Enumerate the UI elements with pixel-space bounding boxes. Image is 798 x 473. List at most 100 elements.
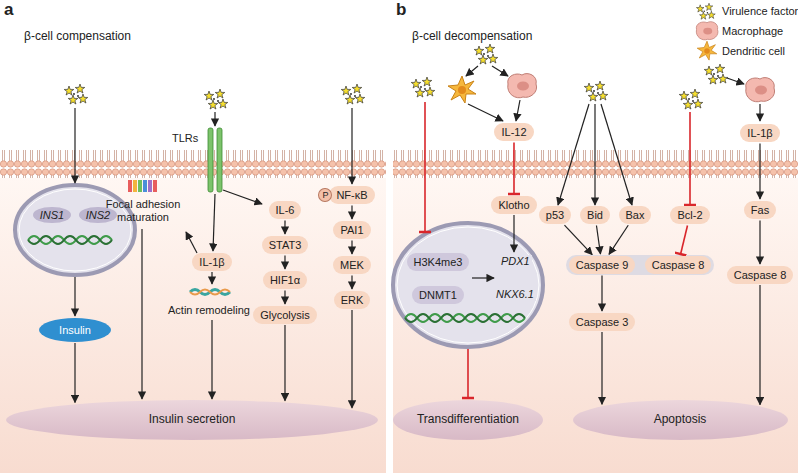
inhibition-arrow xyxy=(681,225,688,254)
node-text: INS2 xyxy=(86,209,110,222)
node-text: Transdifferentiation xyxy=(417,413,519,427)
legend-text: Virulence factor xyxy=(722,5,798,18)
node-text: Glycolysis xyxy=(260,309,310,322)
node-text: Caspase 8 xyxy=(734,269,787,282)
drawing-part xyxy=(143,180,147,192)
drawing-part xyxy=(448,76,476,103)
drawing-part xyxy=(696,3,715,19)
activation-arrow xyxy=(601,332,602,404)
node-text: IL-12 xyxy=(501,126,526,139)
drawing-part xyxy=(223,190,262,204)
node-text: IL-6 xyxy=(276,204,295,217)
drawing-part xyxy=(704,64,728,84)
activation-arrow xyxy=(284,221,285,235)
panel-title: β-cell compensation xyxy=(24,30,131,44)
protein-box: HIF1α xyxy=(263,271,307,289)
drawing-part xyxy=(466,66,478,76)
activation-arrow xyxy=(596,225,600,254)
drawing-part xyxy=(424,102,426,232)
drawing-part xyxy=(341,84,365,104)
gene-label: PDX1 xyxy=(499,255,532,268)
protein-box: PAI1 xyxy=(333,221,370,239)
node-text: STAT3 xyxy=(269,239,302,252)
protein-box: p53 xyxy=(539,206,571,224)
protein-box: Bcl-2 xyxy=(670,206,709,224)
epigenetic-box: DNMT1 xyxy=(412,286,464,304)
protein-box: Caspase 8 xyxy=(727,266,794,284)
drawing-part xyxy=(508,74,537,98)
activation-arrow xyxy=(759,285,760,405)
drawing-part xyxy=(74,277,75,316)
drawing-part xyxy=(211,320,212,399)
drawing-part xyxy=(74,108,75,183)
drawing-part xyxy=(689,112,691,205)
drawing-part xyxy=(397,227,539,343)
protein-box: Caspase 3 xyxy=(569,313,636,331)
node-text: Caspase 8 xyxy=(652,259,705,272)
node-text: NF-κB xyxy=(336,189,367,202)
protein-box: IL-6 xyxy=(269,201,302,219)
drawing-part xyxy=(472,277,494,278)
drawing-part xyxy=(64,84,88,104)
drawing-part xyxy=(133,180,137,192)
protein-box: Fas xyxy=(744,201,776,219)
drawing-part xyxy=(141,229,142,399)
gene-label: NKX6.1 xyxy=(494,288,536,301)
node-text: Insulin secretion xyxy=(149,413,236,427)
drawing-part xyxy=(393,178,798,473)
node-text: ERK xyxy=(341,294,364,307)
drawing-part xyxy=(697,41,717,60)
protein-box: Klotho xyxy=(491,196,536,214)
drawing-part xyxy=(28,236,112,244)
nucleus xyxy=(15,185,543,347)
drawing-part xyxy=(727,78,744,84)
activation-arrow xyxy=(601,276,602,312)
drawing-part xyxy=(0,150,386,178)
node-text: p53 xyxy=(546,209,564,222)
drawing-part xyxy=(696,22,718,40)
drawing-part xyxy=(474,44,498,64)
node-text: Apoptosis xyxy=(654,413,707,427)
virulence-factor xyxy=(64,44,728,109)
node-text: H3K4me3 xyxy=(414,256,463,269)
drawing-part xyxy=(558,104,589,205)
node-text: Fas xyxy=(751,204,769,217)
drawing-part xyxy=(190,290,230,295)
node-text: Caspase 9 xyxy=(576,259,629,272)
drawing-part xyxy=(679,89,703,109)
protein-box: Caspase 9 xyxy=(569,256,636,274)
panel-title: β-cell decompensation xyxy=(412,30,532,44)
legend-text: Dendritic cell xyxy=(722,45,785,58)
drawing-part xyxy=(148,180,152,192)
drawing-part xyxy=(584,81,608,101)
drawing-part xyxy=(492,66,508,76)
protein-box: Bid xyxy=(580,206,610,224)
protein-box: STAT3 xyxy=(262,236,309,254)
process-text: Actin remodeling xyxy=(168,304,250,317)
legend-text: Macrophage xyxy=(722,25,783,38)
drawing-part xyxy=(746,78,775,102)
activation-arrow xyxy=(284,291,285,305)
drawing-part xyxy=(601,104,632,205)
drawing-part xyxy=(217,128,222,192)
protein-box: ERK xyxy=(334,291,371,309)
drawing-part xyxy=(208,128,213,192)
node-text: DNMT1 xyxy=(419,289,457,302)
drawing-part xyxy=(153,180,157,192)
receptor-label: TLRs xyxy=(172,132,198,145)
node-text: Klotho xyxy=(498,199,529,212)
drawing-part xyxy=(138,180,142,192)
receptor xyxy=(208,128,222,192)
protein-box: Caspase 8 xyxy=(645,256,712,274)
focal-adhesion-icon xyxy=(128,180,157,192)
node-text: PAI1 xyxy=(340,224,363,237)
drawing-part xyxy=(28,236,112,244)
activation-arrow xyxy=(284,325,285,401)
cytoplasm xyxy=(0,178,798,473)
protein-box: IL-12 xyxy=(494,123,533,141)
product-ellipse: Insulin xyxy=(39,318,111,342)
pathway-arrows xyxy=(75,66,760,399)
membrane xyxy=(0,150,798,178)
drawing-part xyxy=(468,104,503,121)
protein-box: Glycolysis xyxy=(253,306,317,324)
